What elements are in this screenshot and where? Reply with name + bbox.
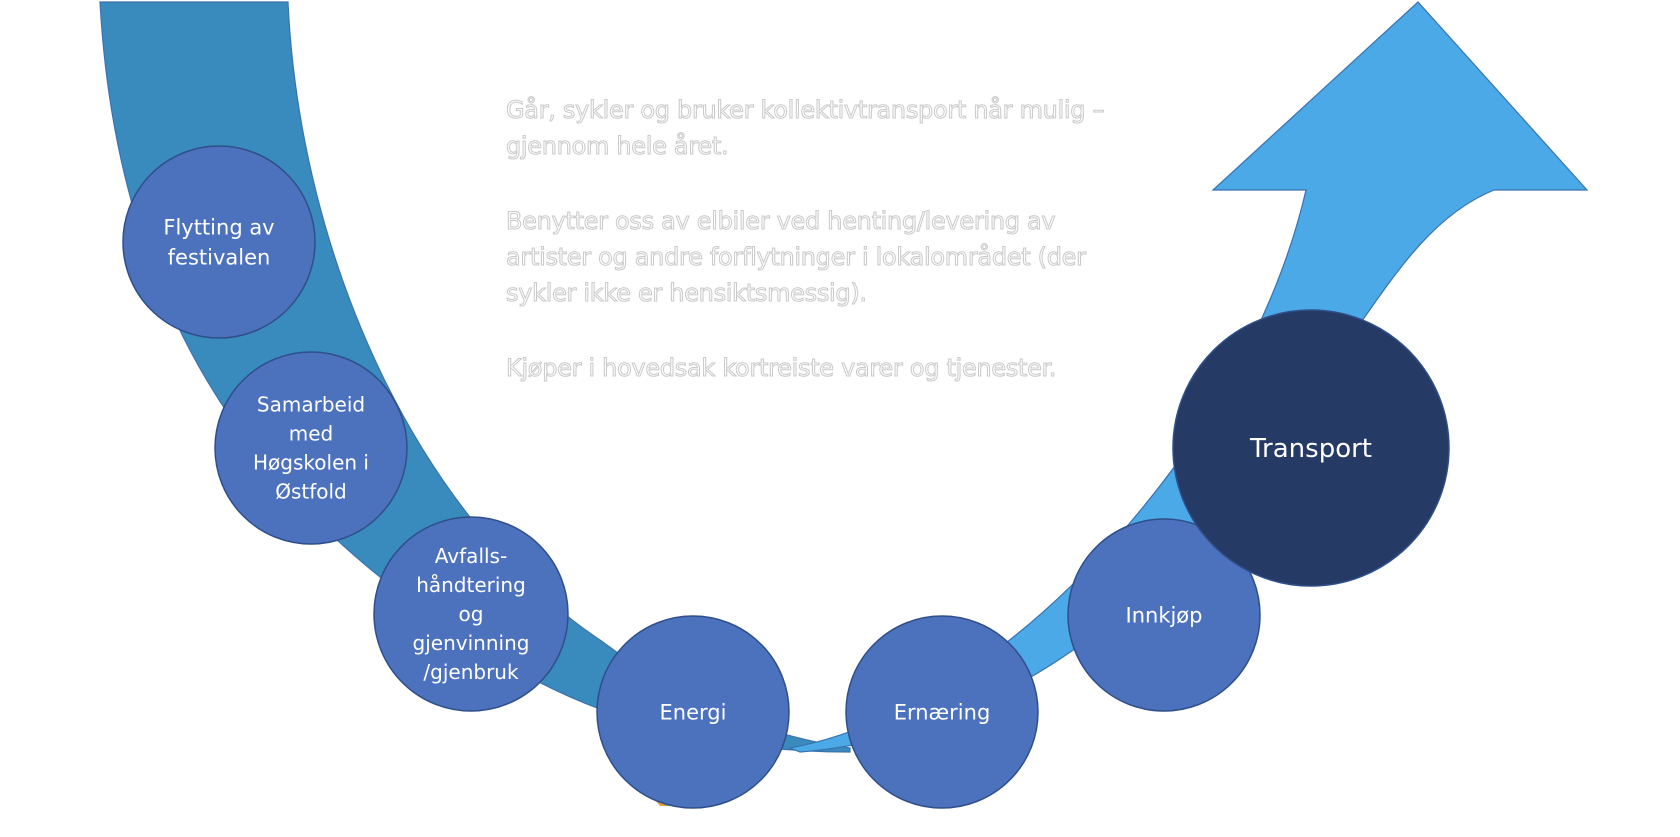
description-paragraph-elbiler: Benytter oss av elbiler ved henting/leve…: [506, 207, 1087, 308]
node-circle: [845, 615, 1039, 809]
node-transport: Transport: [1172, 309, 1450, 587]
node-label: Høgskolen i: [253, 451, 369, 475]
node-ernaering: Ernæring: [845, 615, 1039, 809]
node-label: gjenvinning: [413, 631, 530, 655]
node-circle: [596, 615, 790, 809]
description-paragraph-transport: Går, sykler og bruker kollektivtransport…: [506, 96, 1106, 161]
node-circle: [214, 351, 408, 545]
node-circle: [122, 145, 316, 339]
node-label: Innkjøp: [1126, 603, 1203, 627]
node-label: /gjenbruk: [423, 660, 519, 684]
description-block: Går, sykler og bruker kollektivtransport…: [506, 92, 1146, 164]
node-label: og: [459, 602, 484, 626]
node-label: med: [289, 422, 333, 446]
node-label: festivalen: [168, 245, 271, 269]
node-flytting: Flytting av festivalen: [122, 145, 316, 339]
node-label: Flytting av: [163, 215, 274, 239]
node-circle: [373, 516, 569, 712]
node-innkjop: Innkjøp: [1067, 518, 1261, 712]
node-label: Transport: [1249, 434, 1372, 464]
description-block: Kjøper i hovedsak kortreiste varer og tj…: [506, 350, 1146, 386]
node-energi: Energi: [596, 615, 790, 809]
node-circle: [1172, 309, 1450, 587]
node-label: Energi: [660, 700, 727, 724]
node-avfall: Avfalls-håndtering og gjenvinning/gjenbruk: [373, 516, 569, 712]
node-label: Samarbeid: [257, 393, 365, 417]
node-circle: [1067, 518, 1261, 712]
description-block: Benytter oss av elbiler ved henting/leve…: [506, 203, 1146, 311]
node-label: Østfold: [275, 480, 347, 504]
node-label: Ernæring: [894, 700, 991, 724]
description-paragraph-kortreist: Kjøper i hovedsak kortreiste varer og tj…: [506, 354, 1058, 383]
node-label: Avfalls-: [435, 544, 507, 568]
node-label: håndtering: [416, 573, 526, 597]
